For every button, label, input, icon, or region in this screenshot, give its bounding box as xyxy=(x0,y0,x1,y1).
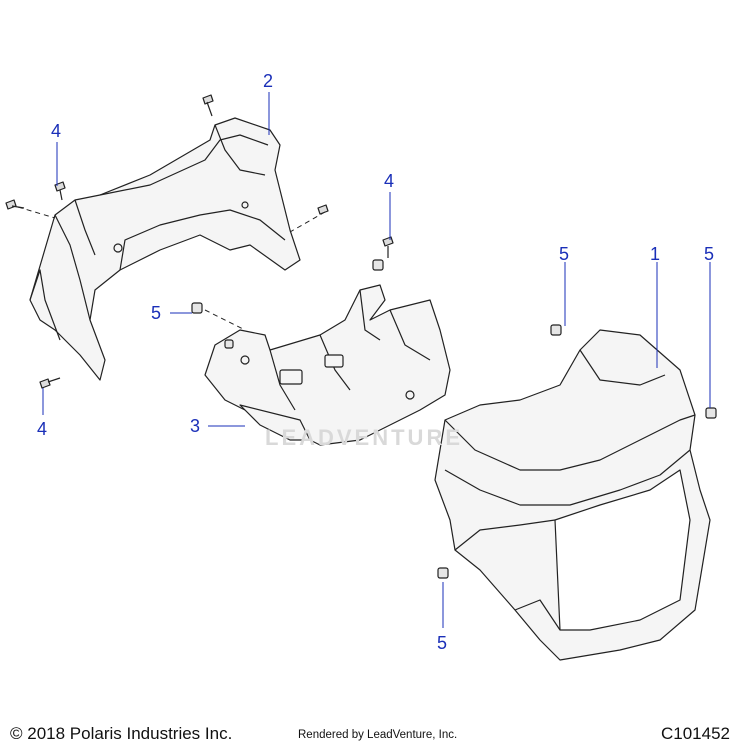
callout-4-center: 4 xyxy=(384,171,395,191)
callout-leaders xyxy=(42,92,711,628)
part-1-outer-fairing xyxy=(434,329,711,661)
rendered-by-text: Rendered by LeadVenture, Inc. xyxy=(298,729,458,741)
callout-5-bottom: 5 xyxy=(437,633,448,653)
fastener-clips xyxy=(191,259,717,579)
callout-3: 3 xyxy=(190,416,201,436)
part-2-inner-fairing xyxy=(29,117,301,381)
callout-1: 1 xyxy=(650,244,661,264)
callout-5-upper-middle: 5 xyxy=(559,244,570,264)
assembly-lines xyxy=(17,206,326,331)
callout-4-bottom-left: 4 xyxy=(37,419,48,439)
callout-4-top-left: 4 xyxy=(51,121,62,141)
callout-5-right: 5 xyxy=(704,244,715,264)
callout-2: 2 xyxy=(263,71,274,91)
watermark: LEADVENTURE xyxy=(265,425,464,450)
callout-5-left: 5 xyxy=(151,303,162,323)
copyright-text: © 2018 Polaris Industries Inc. xyxy=(10,724,233,743)
diagram-id: C101452 xyxy=(660,724,730,743)
part-3-bracket xyxy=(204,284,451,446)
